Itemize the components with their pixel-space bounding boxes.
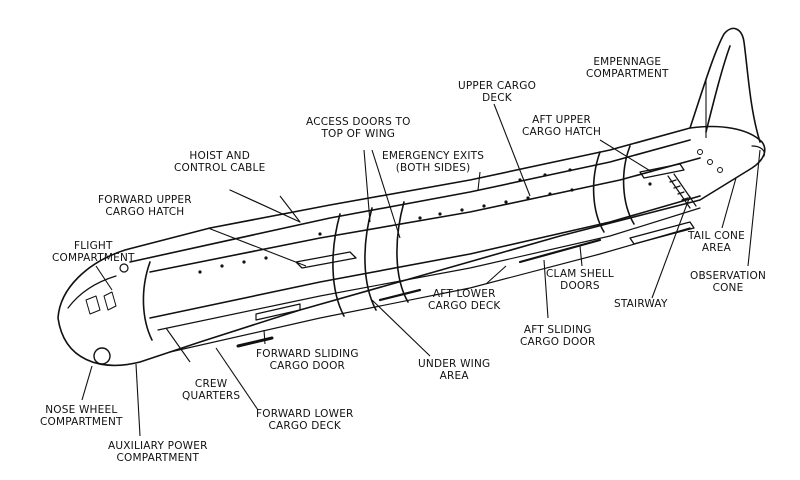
label-under-wing-area: UNDER WING AREA	[418, 358, 491, 382]
frame-6	[622, 145, 635, 225]
label-emergency-exits: EMERGENCY EXITS (BOTH SIDES)	[382, 150, 485, 174]
label-aft-upper-cargo-hatch: AFT UPPER CARGO HATCH	[522, 114, 602, 138]
cabin-cut-line	[149, 157, 701, 273]
label-nose-wheel-compartment: NOSE WHEEL COMPARTMENT	[40, 404, 123, 428]
clam-shell-doors	[629, 221, 695, 245]
vertical-tail-fin	[689, 27, 761, 143]
nose-wheel	[93, 347, 111, 365]
upper-deck-floor	[149, 195, 701, 319]
frame-1	[142, 261, 153, 341]
label-auxiliary-power-compartment: AUXILIARY POWER COMPARTMENT	[108, 440, 208, 464]
leader-lines	[81, 80, 761, 437]
label-clam-shell-doors: CLAM SHELL DOORS	[546, 268, 614, 292]
lower-deck-floor	[169, 227, 691, 353]
label-forward-upper-cargo-hatch: FORWARD UPPER CARGO HATCH	[98, 194, 192, 218]
forward-cargo-door-rail	[255, 303, 301, 321]
fuselage-outline	[57, 125, 766, 367]
label-hoist-and-control-cable: HOIST AND CONTROL CABLE	[174, 150, 266, 174]
aft-upper-hatch	[639, 163, 685, 179]
frame-2	[332, 213, 345, 317]
tail-fin-inner	[705, 45, 731, 133]
observation-cone	[751, 145, 765, 157]
label-aft-sliding-cargo-door: AFT SLIDING CARGO DOOR	[520, 324, 596, 348]
label-crew-quarters: CREW QUARTERS	[182, 378, 241, 402]
fuselage-crown-line	[129, 139, 691, 263]
label-observation-cone: OBSERVATION CONE	[690, 270, 767, 294]
label-stairway: STAIRWAY	[614, 298, 668, 310]
hoist-cable	[229, 189, 301, 223]
cockpit-windows	[67, 275, 117, 309]
label-forward-sliding-cargo-door: FORWARD SLIDING CARGO DOOR	[256, 348, 359, 372]
stairway	[667, 173, 697, 209]
frame-3	[364, 207, 377, 311]
label-access-doors-to-top-of-wing: ACCESS DOORS TO TOP OF WING	[306, 116, 411, 140]
label-forward-lower-cargo-deck: FORWARD LOWER CARGO DECK	[256, 408, 354, 432]
label-aft-lower-cargo-deck: AFT LOWER CARGO DECK	[428, 288, 501, 312]
label-upper-cargo-deck: UPPER CARGO DECK	[458, 80, 537, 104]
label-flight-compartment: FLIGHT COMPARTMENT	[52, 240, 135, 264]
frame-5	[592, 151, 605, 233]
label-tail-cone-area: TAIL CONE AREA	[688, 230, 745, 254]
forward-upper-hatch	[295, 251, 357, 269]
label-empennage-compartment: EMPENNAGE COMPARTMENT	[586, 56, 669, 80]
fuselage-windows	[198, 168, 652, 274]
frame-4	[396, 201, 409, 303]
